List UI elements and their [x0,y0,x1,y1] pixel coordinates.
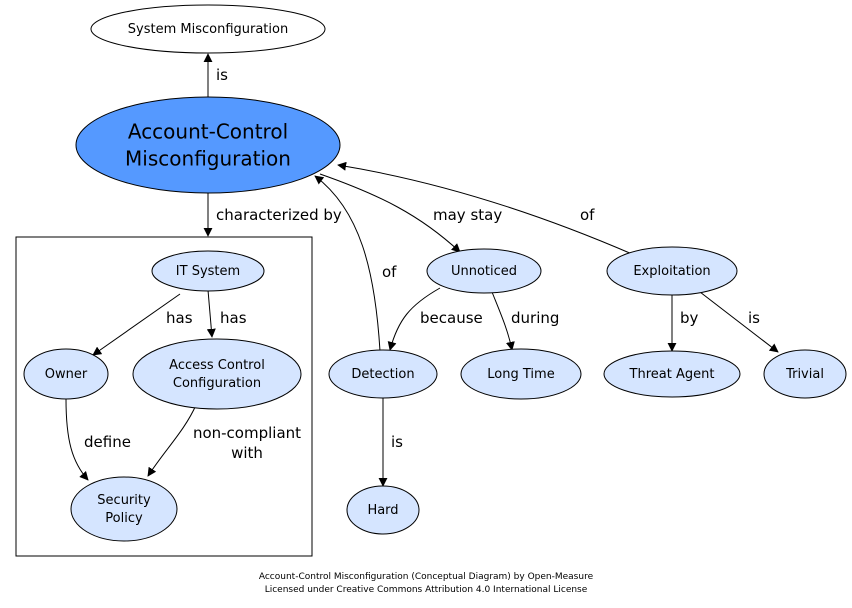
node-label: IT System [176,264,240,279]
edge-during [491,291,515,351]
node-label: Detection [351,367,414,382]
text-line: IT System [176,264,240,279]
node-trivial[interactable]: Trivial [763,349,847,399]
edge-has-access-control [206,289,216,338]
text-line: has [166,309,193,327]
edge-label-of: of [382,263,397,281]
text-line: is [391,433,403,451]
edge-label-by: by [680,309,699,327]
node-exploitation[interactable]: Exploitation [606,246,738,296]
text-line: with [231,444,263,462]
text-line: characterized by [216,206,342,224]
node-label: System Misconfiguration [128,22,288,37]
text-line: may stay [433,206,502,224]
text-line: Misconfiguration [125,147,291,171]
node-system-misconfiguration[interactable]: System Misconfiguration [90,4,326,54]
node-detection[interactable]: Detection [328,349,438,399]
text-line: Detection [351,367,414,382]
text-line: is [216,66,228,84]
node-label: Hard [367,503,398,518]
credit-line-2: Licensed under Creative Commons Attribut… [265,585,588,595]
edge-label-of: of [580,206,595,224]
edge-label-may-stay: may stay [433,206,502,224]
edge-of-exploitation [337,161,633,255]
edge-label-has: has [166,309,193,327]
text-line: Hard [367,503,398,518]
edge-label-has: has [220,309,247,327]
edge-is-trivial [699,291,779,353]
text-line: Unnoticed [451,264,517,279]
text-line: Threat Agent [629,367,715,382]
text-line: Policy [105,510,143,525]
text-line: System Misconfiguration [128,22,288,37]
node-label: Exploitation [633,264,710,279]
node-label: Threat Agent [629,367,715,382]
edge-label-because: because [420,309,483,327]
text-line: during [511,309,559,327]
edge-label-define: define [84,433,131,451]
node-threat-agent[interactable]: Threat Agent [603,350,741,398]
edge-label-characterized-by: characterized by [216,206,342,224]
text-line: non-compliant [193,424,301,442]
edge-has-owner [92,293,181,356]
text-line: Exploitation [633,264,710,279]
characteristics-group-box [15,236,313,557]
node-it-system[interactable]: IT System [151,250,265,292]
text-line: of [382,263,397,281]
text-line: Long Time [487,367,554,382]
credit-line-1: Account-Control Misconfiguration (Concep… [259,572,594,582]
edge-because [387,287,441,351]
text-line: Account-Control [128,120,288,144]
edge-non-compliant-with [147,404,197,477]
node-hard[interactable]: Hard [346,485,420,535]
text-line: of [580,206,595,224]
edge-label-during: during [511,309,559,327]
text-line: has [220,309,247,327]
edge-define [65,398,89,481]
node-unnoticed[interactable]: Unnoticed [426,248,542,294]
text-line: is [748,309,760,327]
edge-label-is: is [748,309,760,327]
edge-of-detection [314,175,381,352]
edge-label-non-compliant-with: non-compliant with [193,424,301,462]
node-owner[interactable]: Owner [23,348,109,400]
edge-label-is: is [216,66,228,84]
node-label: Unnoticed [451,264,517,279]
text-line: Owner [45,367,88,382]
text-line: Access Control [169,358,265,373]
node-label: Long Time [487,367,554,382]
text-line: because [420,309,483,327]
text-line: Security [97,493,151,508]
edge-may-stay [319,173,461,253]
text-line: define [84,433,131,451]
edge-label-is: is [391,433,403,451]
text-line: Configuration [173,375,261,390]
node-label: Owner [45,367,88,382]
node-long-time[interactable]: Long Time [460,348,582,400]
node-label: Trivial [785,367,824,382]
text-line: Trivial [785,367,824,382]
text-line: by [680,309,699,327]
